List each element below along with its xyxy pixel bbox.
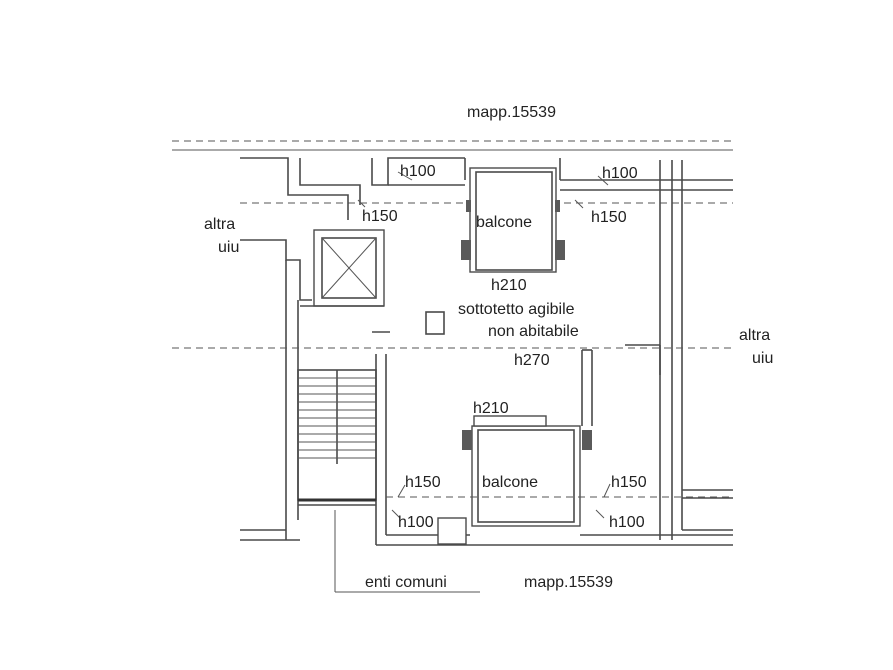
altra-uiu-right-line1: altra	[739, 327, 770, 344]
h150-bottom-left: h150	[405, 474, 441, 491]
h100-bottom-right: h100	[609, 514, 645, 531]
h150-top-right: h150	[591, 209, 627, 226]
mapp-label-bottom: mapp.15539	[524, 574, 613, 591]
elevator-shaft	[300, 229, 390, 333]
h100-bottom-left: h100	[398, 514, 434, 531]
h100-top-left: h100	[400, 163, 436, 180]
h270: h270	[514, 352, 550, 369]
room-features	[172, 311, 733, 498]
altra-uiu-left-line1: altra	[204, 216, 235, 233]
balcone-top	[461, 158, 565, 273]
room-label-line1: sottotetto agibile	[458, 301, 575, 318]
enti-comuni-label: enti comuni	[365, 574, 447, 591]
plan-labels: mapp.15539 mapp.15539 altra uiu altra ui…	[204, 104, 773, 591]
leader-lines	[334, 171, 611, 593]
balcone-top-label: balcone	[476, 214, 532, 231]
balcone-bottom-label: balcone	[482, 474, 538, 491]
mapp-label-top: mapp.15539	[467, 104, 556, 121]
room-label-line2: non abitabile	[488, 323, 579, 340]
staircase	[297, 354, 387, 506]
altra-uiu-right-line2: uiu	[752, 350, 773, 367]
h210-top: h210	[491, 277, 527, 294]
h100-top-right: h100	[602, 165, 638, 182]
top-boundary	[172, 140, 733, 204]
h210-bottom: h210	[473, 400, 509, 417]
h150-bottom-right: h150	[611, 474, 647, 491]
h150-top-left: h150	[362, 208, 398, 225]
altra-uiu-left-line2: uiu	[218, 239, 239, 256]
balcone-bottom	[437, 349, 593, 545]
